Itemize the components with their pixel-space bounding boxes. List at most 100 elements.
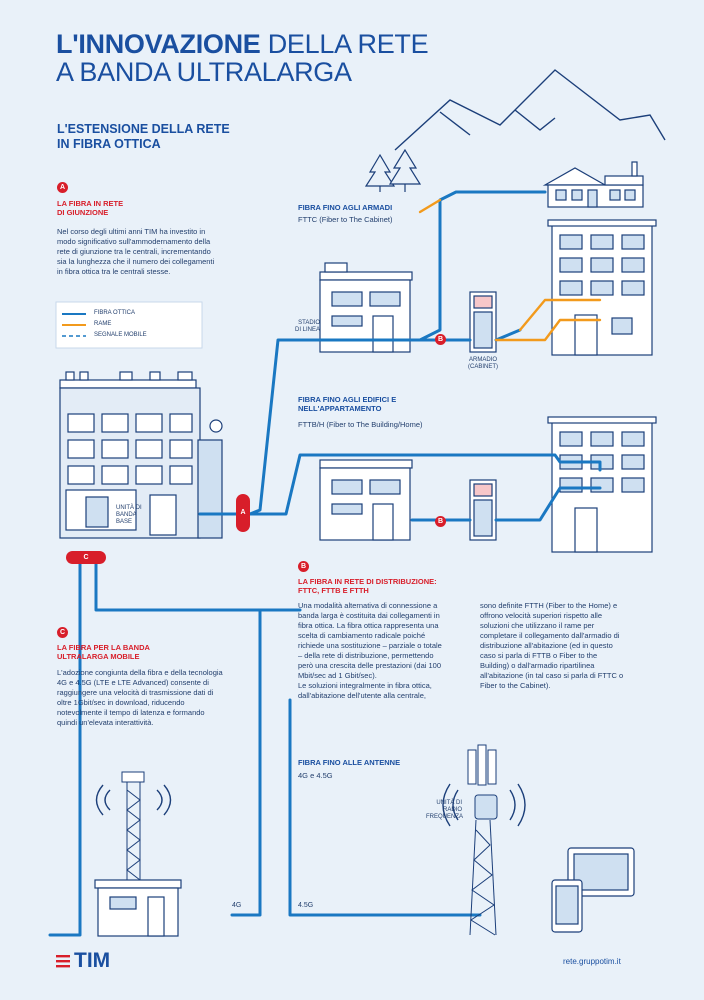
page-subtitle: L'ESTENSIONE DELLA RETE IN FIBRA OTTICA xyxy=(57,122,230,152)
section-c-line: quindi un'elevata interattività. xyxy=(57,718,154,727)
ftth-subtitle: FTTB/H (Fiber to The Building/Home) xyxy=(298,420,423,429)
badge-b-top: B xyxy=(435,334,446,345)
radio-label-line2: RADIO xyxy=(442,807,462,813)
stadio-label-line1: STADIO xyxy=(298,320,320,326)
section-b-line: distribuzione all'abitazione (ed in ques… xyxy=(480,641,613,650)
section-b-line: però una crescita delle prestazioni (dai… xyxy=(298,661,442,670)
trees-illustration xyxy=(364,148,422,192)
radio-frequenza-label: UNITÀ DI RADIO FREQUENZA xyxy=(426,800,464,821)
section-b-line: Una modalità alternativa di connessione … xyxy=(298,601,438,610)
section-a-line: in fibra ottica tra le centrali stesse. xyxy=(57,267,171,276)
section-b-title-line1: LA FIBRA IN RETE DI DISTRIBUZIONE: xyxy=(298,577,437,586)
stadio-label-line2: DI LINEA xyxy=(294,327,320,333)
badge-a: A xyxy=(57,182,68,193)
page-title: L'INNOVAZIONE DELLA RETE A BANDA ULTRALA… xyxy=(56,29,429,87)
legend-fiber-label: FIBRA OTTICA xyxy=(94,310,136,316)
antenna-tower-left xyxy=(121,771,145,881)
section-c-text: L'adozione congiunta della fibra e della… xyxy=(57,668,267,728)
armadio-label-line2: (CABINET) xyxy=(468,364,498,370)
signal-waves-right xyxy=(442,783,526,827)
ftth-title: FIBRA FINO AGLI EDIFICI E NELL'APPARTAME… xyxy=(298,395,396,413)
mountains-illustration xyxy=(394,69,666,151)
mobile-station-building xyxy=(94,879,182,937)
unita-banda-line3: BASE xyxy=(116,519,133,525)
radio-tower-right xyxy=(467,744,498,936)
section-a-title-line1: LA FIBRA IN RETE xyxy=(57,199,124,208)
exchange-building-bottom xyxy=(319,459,413,541)
section-b-title-line2: FTTC, FTTB E FTTH xyxy=(298,586,369,595)
unita-banda-label: UNITÀ DI BANDA BASE xyxy=(116,505,142,526)
page-title-bold: L'INNOVAZIONE xyxy=(56,29,261,59)
section-c-line: oltre 1Gbit/sec in download, riducendo xyxy=(57,698,185,707)
section-c-title-line2: ULTRALARGA MOBILE xyxy=(57,652,140,661)
copper-lines xyxy=(418,198,602,342)
armadio-label: ARMADIO (CABINET) xyxy=(460,357,506,371)
legend-mobile-label: SEGNALE MOBILE xyxy=(94,332,147,338)
section-b-line: sono definite FTTH (Fiber to the Home) e xyxy=(480,601,618,610)
unita-banda-line2: BANDA xyxy=(116,512,137,518)
section-a-line: sia la lunghezza che il numero dei colle… xyxy=(57,257,215,266)
antenne-title: FIBRA FINO ALLE ANTENNE xyxy=(298,758,401,767)
section-b-line: Fiber to the Cabinet). xyxy=(480,681,551,690)
section-b-line: all'abitazione (in tal caso si parla di … xyxy=(480,671,624,680)
section-c-line: 4G e 4.5G (LTE e LTE Advanced) consente … xyxy=(57,678,209,687)
fttc-subtitle: FTTC (Fiber to The Cabinet) xyxy=(298,215,393,224)
badge-c: C xyxy=(57,627,68,638)
section-b-line: fibra ottica. La fibra ottica rappresent… xyxy=(298,621,439,630)
section-a-line: rete di giunzione tra le centrali, incre… xyxy=(57,247,211,256)
badge-b: B xyxy=(298,561,309,572)
section-b-line: Building) o dall'armadio ripartilinea xyxy=(480,661,595,670)
section-a-title-line2: DI GIUNZIONE xyxy=(57,208,109,217)
badge-a-line: A xyxy=(236,494,250,532)
section-b-line: Mbit/sec ad 1 Gbit/sec). xyxy=(298,671,377,680)
footer-url[interactable]: rete.gruppotim.it xyxy=(563,957,621,966)
legend-copper-label: RAME xyxy=(94,321,112,327)
section-b-line: soluzioni che utilizzano il rame per xyxy=(480,621,595,630)
brand-name: TIM xyxy=(74,949,111,972)
radio-label-line3: FREQUENZA xyxy=(426,814,464,820)
section-b-line: banda larga è costituita dai collegament… xyxy=(298,611,440,620)
unita-banda-line1: UNITÀ DI xyxy=(116,505,142,511)
section-c-title-line1: LA FIBRA PER LA BANDA xyxy=(57,643,150,652)
section-a-text: Nel corso degli ultimi anni TIM ha inves… xyxy=(57,227,267,277)
radio-label-line1: UNITÀ DI xyxy=(436,800,462,806)
section-b-line: scelta di cambiamento radicale poiché xyxy=(298,631,426,640)
fttc-title: FIBRA FINO AGLI ARMADI xyxy=(298,203,393,212)
section-c-title: LA FIBRA PER LA BANDA ULTRALARGA MOBILE xyxy=(57,643,150,661)
section-b-line: dall'abitazione dell'utente alla central… xyxy=(298,691,426,700)
page-subtitle-line2: IN FIBRA OTTICA xyxy=(57,137,161,151)
fiber-lines xyxy=(48,190,602,937)
smartphone-device xyxy=(551,879,583,933)
tablet-device xyxy=(567,847,635,897)
section-b-line: richiede una sostituzione – parziale o t… xyxy=(298,641,442,650)
page-title-line2: A BANDA ULTRALARGA xyxy=(56,57,352,87)
badge-b-bottom: B xyxy=(435,516,446,527)
section-b-line: – della rete di distribuzione, permetten… xyxy=(298,651,434,660)
section-a-line: Nel corso degli ultimi anni TIM ha inves… xyxy=(57,227,206,236)
central-office-building xyxy=(59,371,223,539)
tim-logo-icon xyxy=(56,955,70,968)
antenne-subtitle: 4G e 4.5G xyxy=(298,771,333,780)
ftth-title-line2: NELL'APPARTAMENTO xyxy=(298,404,382,413)
section-c-line: notevolmente il tempo di latenza e forma… xyxy=(57,708,205,717)
apartment-building-bottom xyxy=(547,416,657,553)
section-b-line: caso si parla di FTTB o Fiber to the xyxy=(480,651,598,660)
house-illustration xyxy=(542,161,644,208)
section-a-title: LA FIBRA IN RETE DI GIUNZIONE xyxy=(57,199,123,217)
page-title-rest: DELLA RETE xyxy=(260,29,429,59)
section-b-line: offrono velocità superiori rispetto alle xyxy=(480,611,603,620)
section-b-line: completare il collegamento dall'armadio … xyxy=(480,631,620,640)
section-c-line: L'adozione congiunta della fibra e della… xyxy=(57,668,223,677)
section-b-title: LA FIBRA IN RETE DI DISTRIBUZIONE: FTTC,… xyxy=(298,577,437,595)
label-4g: 4G xyxy=(232,902,242,909)
cabinet-bottom xyxy=(469,479,497,541)
section-b-col2: sono definite FTTH (Fiber to the Home) e… xyxy=(480,601,660,691)
label-45g: 4.5G xyxy=(298,902,314,909)
armadio-label-line1: ARMADIO xyxy=(468,357,497,363)
page-subtitle-line1: L'ESTENSIONE DELLA RETE xyxy=(57,122,230,136)
section-b-line: Le soluzioni integralmente in fibra otti… xyxy=(298,681,432,690)
section-b-col1: Una modalità alternativa di connessione … xyxy=(298,601,478,701)
section-c-line: raggiungere una velocità di trasmissione… xyxy=(57,688,214,697)
stadio-label: STADIO DI LINEA xyxy=(292,320,320,334)
